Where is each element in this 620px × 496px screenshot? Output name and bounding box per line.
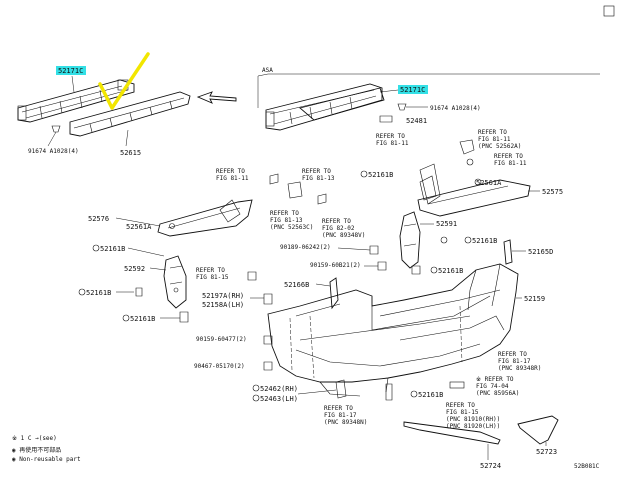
part-52166b	[329, 277, 339, 310]
clip-lower-right	[410, 390, 418, 398]
label-52462: 52462(RH)	[260, 385, 298, 393]
bolt-left	[47, 125, 61, 147]
legend-line-3: ◉ Non-reusable part	[12, 456, 81, 463]
clip-upper-mid	[360, 170, 368, 178]
label-52576: 52576	[88, 215, 109, 223]
highlight-52171c-left	[56, 66, 86, 75]
clip-lower-left	[252, 384, 260, 392]
label-52575: 52575	[542, 188, 563, 196]
label-52161b-f: 52161B	[438, 267, 463, 275]
direction-arrow	[196, 91, 237, 104]
yellow-check-annotation	[98, 52, 150, 110]
label-52723: 52723	[536, 448, 557, 456]
label-52161b-a: 52161B	[368, 171, 393, 179]
label-52165d: 52165D	[528, 248, 553, 256]
label-52166b: 52166B	[284, 281, 309, 289]
label-52197a: 52197A(RH)	[202, 292, 244, 300]
molding-52724	[403, 421, 501, 445]
label-52171c-left: 52171C	[58, 67, 83, 75]
bolt-right	[397, 103, 428, 111]
bumper-cover	[267, 263, 519, 397]
label-52561a-right: 52561A	[476, 179, 502, 187]
diagram-code: 52B081C	[574, 463, 600, 470]
legend-line-2: ◉ 再使用不可部品	[12, 446, 61, 454]
label-52463: 52463(LH)	[260, 395, 298, 403]
molding-52723	[517, 415, 559, 445]
label-52158a: 52158A(LH)	[202, 301, 244, 309]
label-52161b-e: 52161B	[472, 237, 497, 245]
retainer-left	[157, 199, 253, 237]
label-52161b-b: 52161B	[100, 245, 125, 253]
label-91674-left: 91674 A1028(4)	[28, 148, 79, 155]
bracket-upper-left	[269, 173, 327, 205]
label-91674-right: 91674 A1028(4)	[430, 105, 481, 112]
clip-right-a	[464, 236, 472, 244]
retainer-right	[417, 175, 531, 217]
label-52161b-c: 52161B	[86, 289, 111, 297]
clip-lower-left-b	[252, 394, 260, 402]
corner-mark	[603, 5, 615, 17]
label-52592: 52592	[124, 265, 145, 273]
label-52159: 52159	[524, 295, 545, 303]
clip-left-c	[122, 314, 130, 322]
clip-52481	[379, 115, 393, 123]
clip-right-b	[430, 266, 438, 274]
bracket-upper-right	[459, 139, 475, 166]
clip-left-a	[92, 244, 100, 252]
reinforcement-right	[265, 83, 385, 131]
label-52615: 52615	[120, 149, 141, 157]
side-bracket-left	[163, 255, 187, 309]
label-52724: 52724	[480, 462, 501, 470]
side-bracket-right	[399, 163, 441, 269]
label-52591: 52591	[436, 220, 457, 228]
label-90159a: 90159-60B21(2)	[310, 262, 361, 269]
highlight-52171c-right	[398, 85, 428, 94]
clip-left-b	[78, 288, 86, 296]
label-90159b: 90159-60477(2)	[196, 336, 247, 343]
label-52561a-left: 52561A	[126, 223, 152, 231]
reinforcement-left	[17, 79, 135, 123]
label-52171c-right: 52171C	[400, 86, 425, 94]
label-90467: 90467-05170(2)	[194, 363, 245, 370]
label-asa: ASA	[262, 67, 273, 74]
label-52161b-d: 52161B	[130, 315, 155, 323]
label-52481: 52481	[406, 117, 427, 125]
label-90189: 90189-06242(2)	[280, 244, 331, 251]
legend-line-1: ※ 1 C →(see)	[12, 435, 57, 442]
energy-absorber	[69, 91, 191, 137]
label-52161b-g: 52161B	[418, 391, 443, 399]
spacer-52165d	[503, 239, 513, 265]
